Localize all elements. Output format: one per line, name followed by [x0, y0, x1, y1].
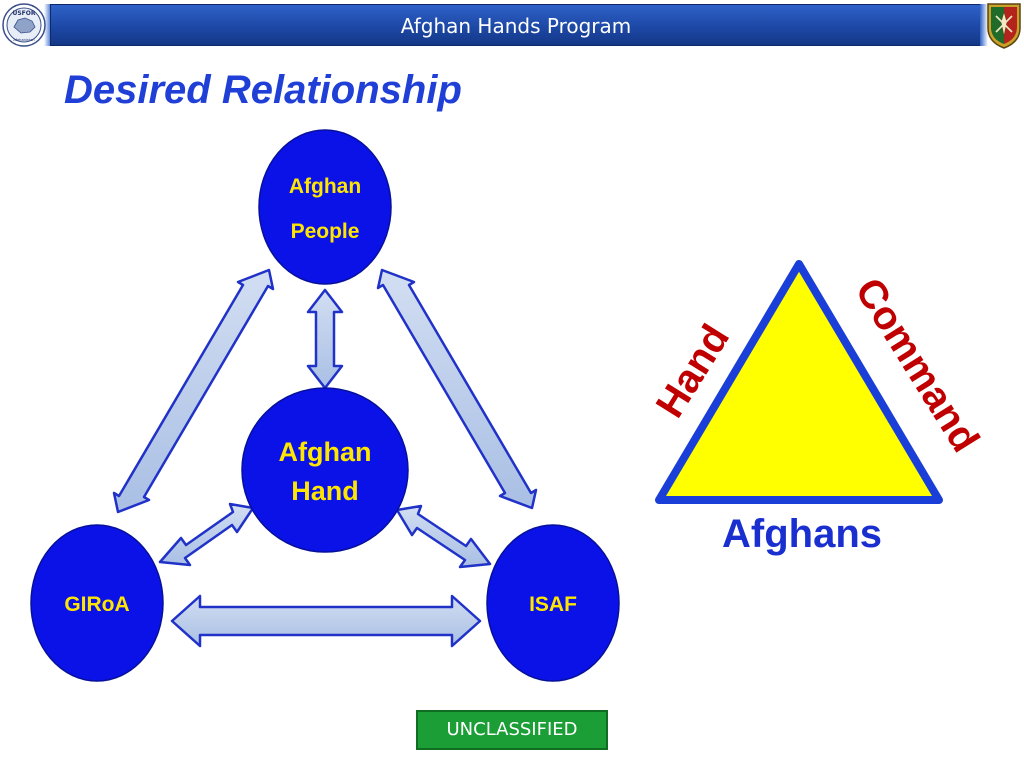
node-isaf-label: ISAF	[529, 593, 577, 616]
node-giroa-label: GIRoA	[64, 593, 129, 616]
node-afghan-hand: Afghan Hand	[241, 387, 409, 553]
usfor-seal-logo: USFOR Afghanistan	[2, 3, 46, 47]
page-title: Desired Relationship	[64, 68, 462, 112]
node-giroa: GIRoA	[30, 524, 164, 682]
classification-banner: UNCLASSIFIED	[416, 710, 608, 750]
node-afghan-people: Afghan People	[258, 129, 392, 285]
arrow-giroa-isaf	[170, 594, 482, 648]
arrow-people-hand	[306, 288, 344, 390]
triangle-label-afghans: Afghans	[722, 512, 882, 556]
header-bar: Afghan Hands Program	[50, 4, 982, 46]
node-afghan-people-line2: People	[291, 220, 360, 243]
node-afghan-people-line1: Afghan	[289, 175, 361, 198]
command-triangle	[655, 260, 943, 504]
arrow-people-isaf	[376, 268, 538, 510]
header-edge-left	[44, 4, 52, 46]
arrow-hand-giroa	[158, 502, 255, 567]
header-title: Afghan Hands Program	[400, 14, 632, 38]
node-afghan-hand-line1: Afghan	[279, 437, 372, 467]
seal-top-text: USFOR	[12, 10, 35, 17]
node-afghan-hand-line2: Hand	[291, 476, 359, 506]
arrow-people-giroa	[112, 268, 275, 514]
arrow-hand-isaf	[395, 504, 492, 569]
seal-bottom-text: Afghanistan	[13, 38, 34, 42]
shield-insignia-logo	[987, 3, 1021, 49]
node-isaf: ISAF	[486, 524, 620, 682]
header-edge-right	[980, 4, 988, 46]
